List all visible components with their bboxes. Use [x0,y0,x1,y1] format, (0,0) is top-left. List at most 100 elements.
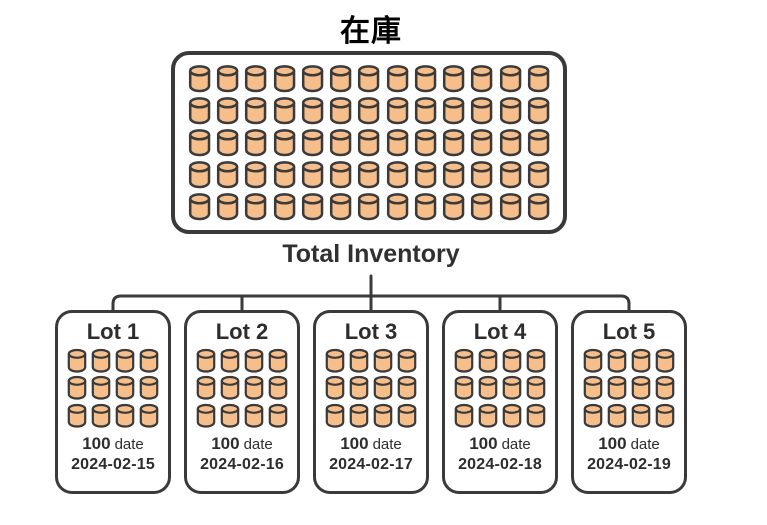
lot-quantity-line: 100 date [211,434,273,454]
barrel-icon [443,161,465,189]
barrel-icon [220,348,240,373]
barrel-icon [115,376,135,400]
barrel-icon [245,161,267,189]
barrel-icon [499,161,521,189]
barrel-icon [325,403,345,428]
lot-card: Lot 1 100 date 2024-02-15 [55,310,171,494]
barrel-icon [67,376,87,400]
barrel-icon [373,376,393,400]
barrel-icon [330,193,352,221]
barrel-icon [454,403,474,428]
barrel-icon [478,403,498,428]
barrel-icon [301,64,324,92]
barrel-icon [655,348,675,373]
page-title: 在庫 [340,15,402,48]
barrel-icon [443,193,465,221]
barrel-icon [301,96,324,124]
lot-quantity: 100 [598,434,627,454]
barrel-icon [471,64,493,92]
barrel-icon [268,376,288,400]
barrel-icon [397,348,417,373]
lot-quantity-unit: date [114,436,144,454]
lot-title: Lot 3 [344,319,398,344]
barrel-icon [115,403,135,428]
barrel-icon [188,161,211,189]
barrel-icon [607,376,627,400]
barrel-icon [244,376,264,400]
barrel-icon [583,403,603,428]
barrel-icon [273,96,295,124]
barrel-icon [301,193,324,221]
barrel-icon [330,129,352,157]
lot-card: Lot 4 100 date 2024-02-18 [442,310,558,494]
barrel-icon [115,348,135,373]
barrel-icon [499,193,521,221]
lot-quantity-unit: date [501,436,531,454]
barrel-icon [330,96,352,124]
lot-quantity-unit: date [630,436,660,454]
barrel-icon [527,129,550,157]
lot-barrel-grid [66,348,160,428]
barrel-icon [188,129,211,157]
lot-quantity: 100 [82,434,111,454]
barrel-icon [91,376,111,400]
barrel-icon [527,193,550,221]
barrel-icon [655,376,675,400]
barrel-icon [196,348,216,373]
barrel-icon [583,348,603,373]
barrel-icon [188,193,211,221]
lot-quantity-line: 100 date [82,434,144,454]
barrel-icon [443,96,465,124]
barrel-icon [268,403,288,428]
barrel-icon [91,403,111,428]
lot-title: Lot 1 [86,319,140,344]
barrel-icon [358,161,380,189]
total-inventory-box [171,51,567,234]
barrel-icon [502,403,522,428]
barrel-icon [471,96,493,124]
barrel-icon [273,193,295,221]
barrel-icon [414,64,437,92]
barrel-icon [386,64,408,92]
barrel-icon [217,193,239,221]
lot-quantity-unit: date [372,436,402,454]
barrel-icon [245,129,267,157]
barrel-icon [526,376,546,400]
lot-barrel-grid [453,348,547,428]
barrel-icon [527,96,550,124]
barrel-icon [526,403,546,428]
barrel-icon [373,403,393,428]
lot-quantity-line: 100 date [598,434,660,454]
barrel-icon [471,193,493,221]
barrel-icon [217,64,239,92]
barrel-icon [443,64,465,92]
barrel-icon [349,376,369,400]
barrel-icon [139,403,159,428]
barrel-icon [655,403,675,428]
barrel-icon [273,161,295,189]
barrel-icon [330,161,352,189]
barrel-icon [188,64,211,92]
barrel-icon [499,129,521,157]
lot-quantity-line: 100 date [340,434,402,454]
barrel-icon [386,96,408,124]
total-inventory-barrel-grid [187,63,551,222]
barrel-icon [217,129,239,157]
lot-barrel-grid [195,348,289,428]
barrel-icon [244,348,264,373]
lot-date: 2024-02-16 [200,456,284,474]
barrel-icon [526,348,546,373]
barrel-icon [217,96,239,124]
lot-date: 2024-02-19 [587,456,671,474]
lot-row: Lot 1 100 date 2024-02-15 Lot 2 100 date… [55,310,687,494]
lot-card: Lot 5 100 date 2024-02-19 [571,310,687,494]
barrel-icon [478,348,498,373]
barrel-icon [583,376,603,400]
barrel-icon [349,348,369,373]
barrel-icon [414,193,437,221]
barrel-icon [245,96,267,124]
barrel-icon [478,376,498,400]
barrel-icon [397,376,417,400]
lot-barrel-grid [324,348,418,428]
lot-quantity: 100 [469,434,498,454]
